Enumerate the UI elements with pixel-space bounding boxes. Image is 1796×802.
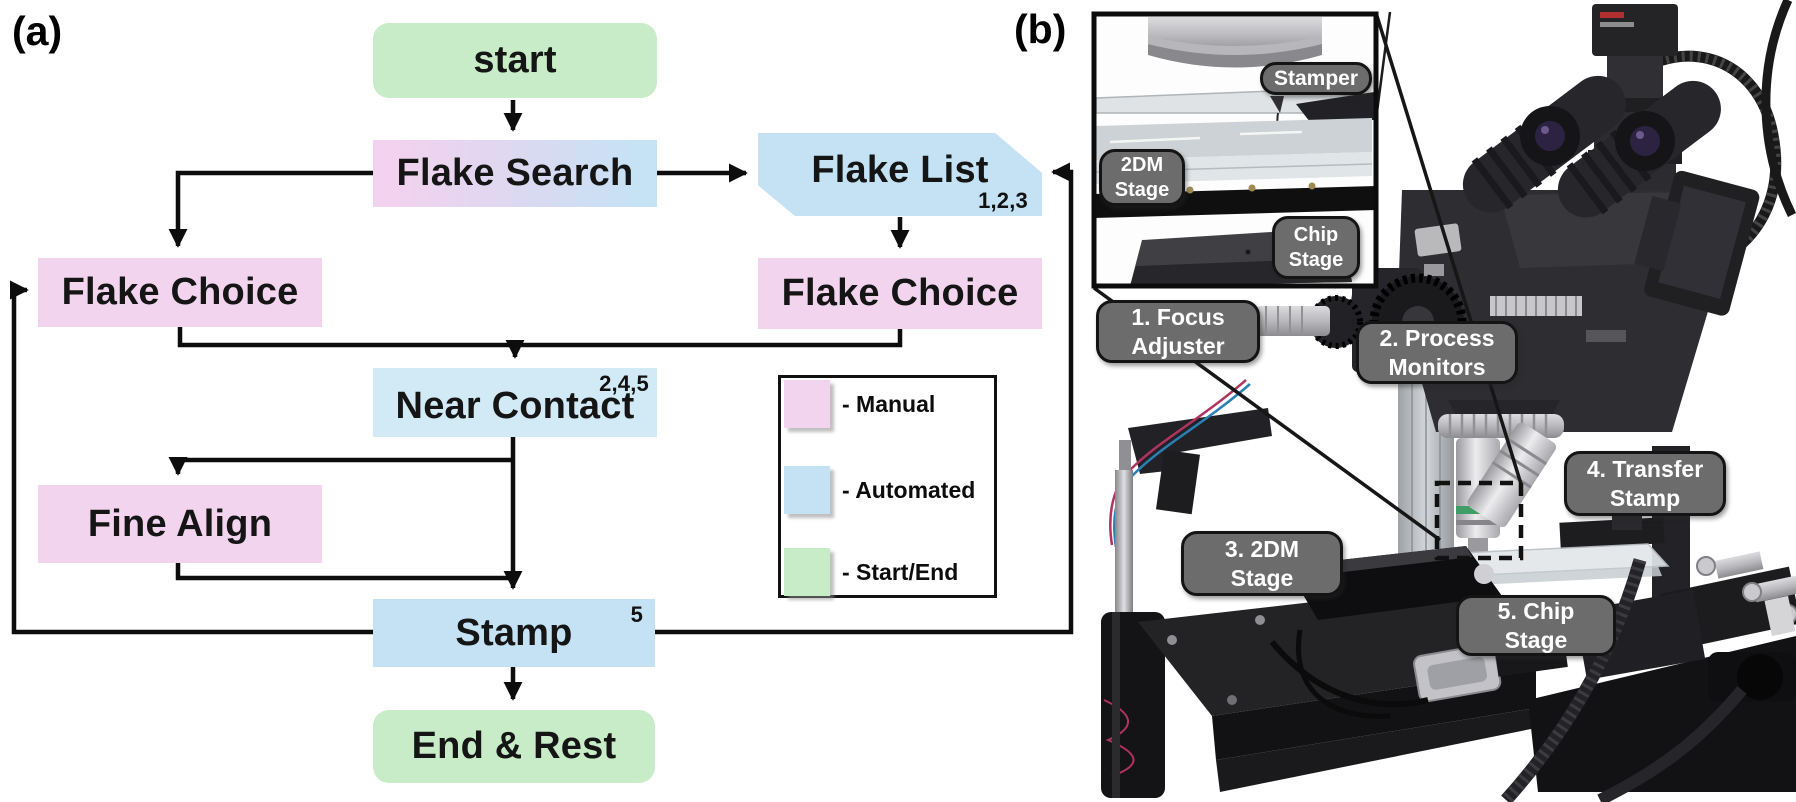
legend-label-manual: - Manual — [842, 390, 936, 417]
callout-chip-stage: 5. Chip Stage — [1456, 595, 1616, 656]
node-start: start — [373, 23, 657, 98]
node-flake-choice-left-label: Flake Choice — [61, 271, 299, 313]
panel-b-label: (b) — [1014, 6, 1067, 52]
legend-row-automated: - Automated — [781, 466, 975, 514]
node-stamp: Stamp 5 — [373, 599, 655, 667]
node-flake-choice-right: Flake Choice — [758, 258, 1042, 329]
left-arm-assembly — [1101, 379, 1272, 798]
node-flake-choice-right-label: Flake Choice — [781, 272, 1019, 314]
node-flake-list-label: Flake List — [811, 149, 989, 191]
callout-process-monitors-l1: 2. Process — [1379, 325, 1495, 352]
callout-focus-adjuster-l1: 1. Focus — [1131, 304, 1225, 331]
node-end-rest: End & Rest — [373, 710, 655, 783]
arrow-search-to-choice-left — [168, 170, 373, 248]
line-choices-merge — [177, 327, 903, 348]
callout-2dm-stage: 3. 2DM Stage — [1181, 531, 1343, 596]
callout-stamper-label: Stamper — [1273, 66, 1359, 90]
legend-row-startend: - Start/End — [781, 548, 958, 596]
node-flake-choice-left: Flake Choice — [38, 258, 322, 327]
callout-stamper: Stamper — [1260, 62, 1372, 95]
legend-swatch-manual — [784, 380, 830, 428]
callout-chip-stage-inset-l2: Stage — [1288, 248, 1344, 271]
line-finealign-return — [175, 563, 513, 581]
dsub-connector — [1413, 643, 1502, 703]
inset-pointer-line-top — [1375, 15, 1523, 485]
fiber-cable-right — [1761, 0, 1796, 217]
panel-a-label: (a) — [12, 8, 63, 54]
node-stamp-label: Stamp — [455, 611, 573, 654]
arrow-loop-stamp-to-choice-left — [9, 280, 373, 635]
callout-chip-stage-inset-l1: Chip — [1293, 224, 1339, 247]
legend: - Manual - Automated - Start/End — [778, 375, 997, 598]
callout-2dm-stage-inset-l1: 2DM — [1120, 154, 1164, 177]
node-end-rest-label: End & Rest — [411, 725, 617, 767]
node-flake-search: Flake Search — [373, 140, 657, 207]
callout-focus-adjuster: 1. Focus Adjuster — [1096, 300, 1260, 363]
objectives — [1438, 400, 1564, 552]
legend-row-manual: - Manual — [781, 380, 935, 428]
node-stamp-superscript: 5 — [630, 602, 643, 627]
transfer-setup-photo — [1091, 0, 1796, 802]
node-flake-list: Flake List 1,2,3 — [758, 133, 1042, 216]
callout-2dm-stage-inset-l2: Stage — [1114, 178, 1170, 201]
legend-label-automated: - Automated — [842, 476, 976, 503]
callout-2dm-stage-l2: Stage — [1230, 564, 1294, 591]
phone-holder — [1634, 170, 1760, 316]
callout-2dm-stage-inset: 2DM Stage — [1099, 149, 1185, 206]
legend-label-startend: - Start/End — [842, 558, 959, 585]
node-flake-search-label: Flake Search — [396, 152, 634, 194]
arrow-loop-stamp-to-list — [655, 162, 1074, 635]
support-rod — [1115, 470, 1133, 618]
callout-chip-stage-inset: Chip Stage — [1272, 216, 1360, 279]
node-flake-list-superscript: 1,2,3 — [978, 188, 1028, 213]
callout-focus-adjuster-l2: Adjuster — [1131, 332, 1225, 359]
callout-process-monitors-l2: Monitors — [1388, 353, 1486, 380]
camera — [1592, 4, 1678, 56]
eyepieces — [1462, 75, 1721, 218]
node-near-contact-label: Near Contact — [395, 385, 635, 427]
callout-transfer-stamp: 4. Transfer Stamp — [1564, 451, 1726, 516]
callout-chip-stage-l1: 5. Chip — [1497, 598, 1575, 625]
callout-transfer-stamp-l2: Stamp — [1609, 484, 1681, 511]
focus-shaft — [1256, 306, 1330, 336]
callout-transfer-stamp-l1: 4. Transfer — [1586, 456, 1704, 483]
arrow-branch-to-finealign — [168, 456, 513, 476]
dashed-roi-box — [1434, 480, 1524, 561]
legend-swatch-startend — [784, 548, 830, 596]
callout-process-monitors: 2. Process Monitors — [1356, 321, 1518, 384]
node-near-contact-superscript: 2,4,5 — [599, 371, 649, 396]
legend-swatch-automated — [784, 466, 830, 514]
callout-chip-stage-l2: Stage — [1504, 626, 1568, 653]
node-near-contact: Near Contact 2,4,5 — [373, 368, 657, 437]
node-fine-align: Fine Align — [38, 485, 322, 563]
callout-2dm-stage-l1: 3. 2DM — [1224, 536, 1300, 563]
chip-stage-assembly — [1501, 551, 1796, 802]
node-fine-align-label: Fine Align — [87, 502, 273, 545]
node-start-label: start — [473, 39, 557, 81]
